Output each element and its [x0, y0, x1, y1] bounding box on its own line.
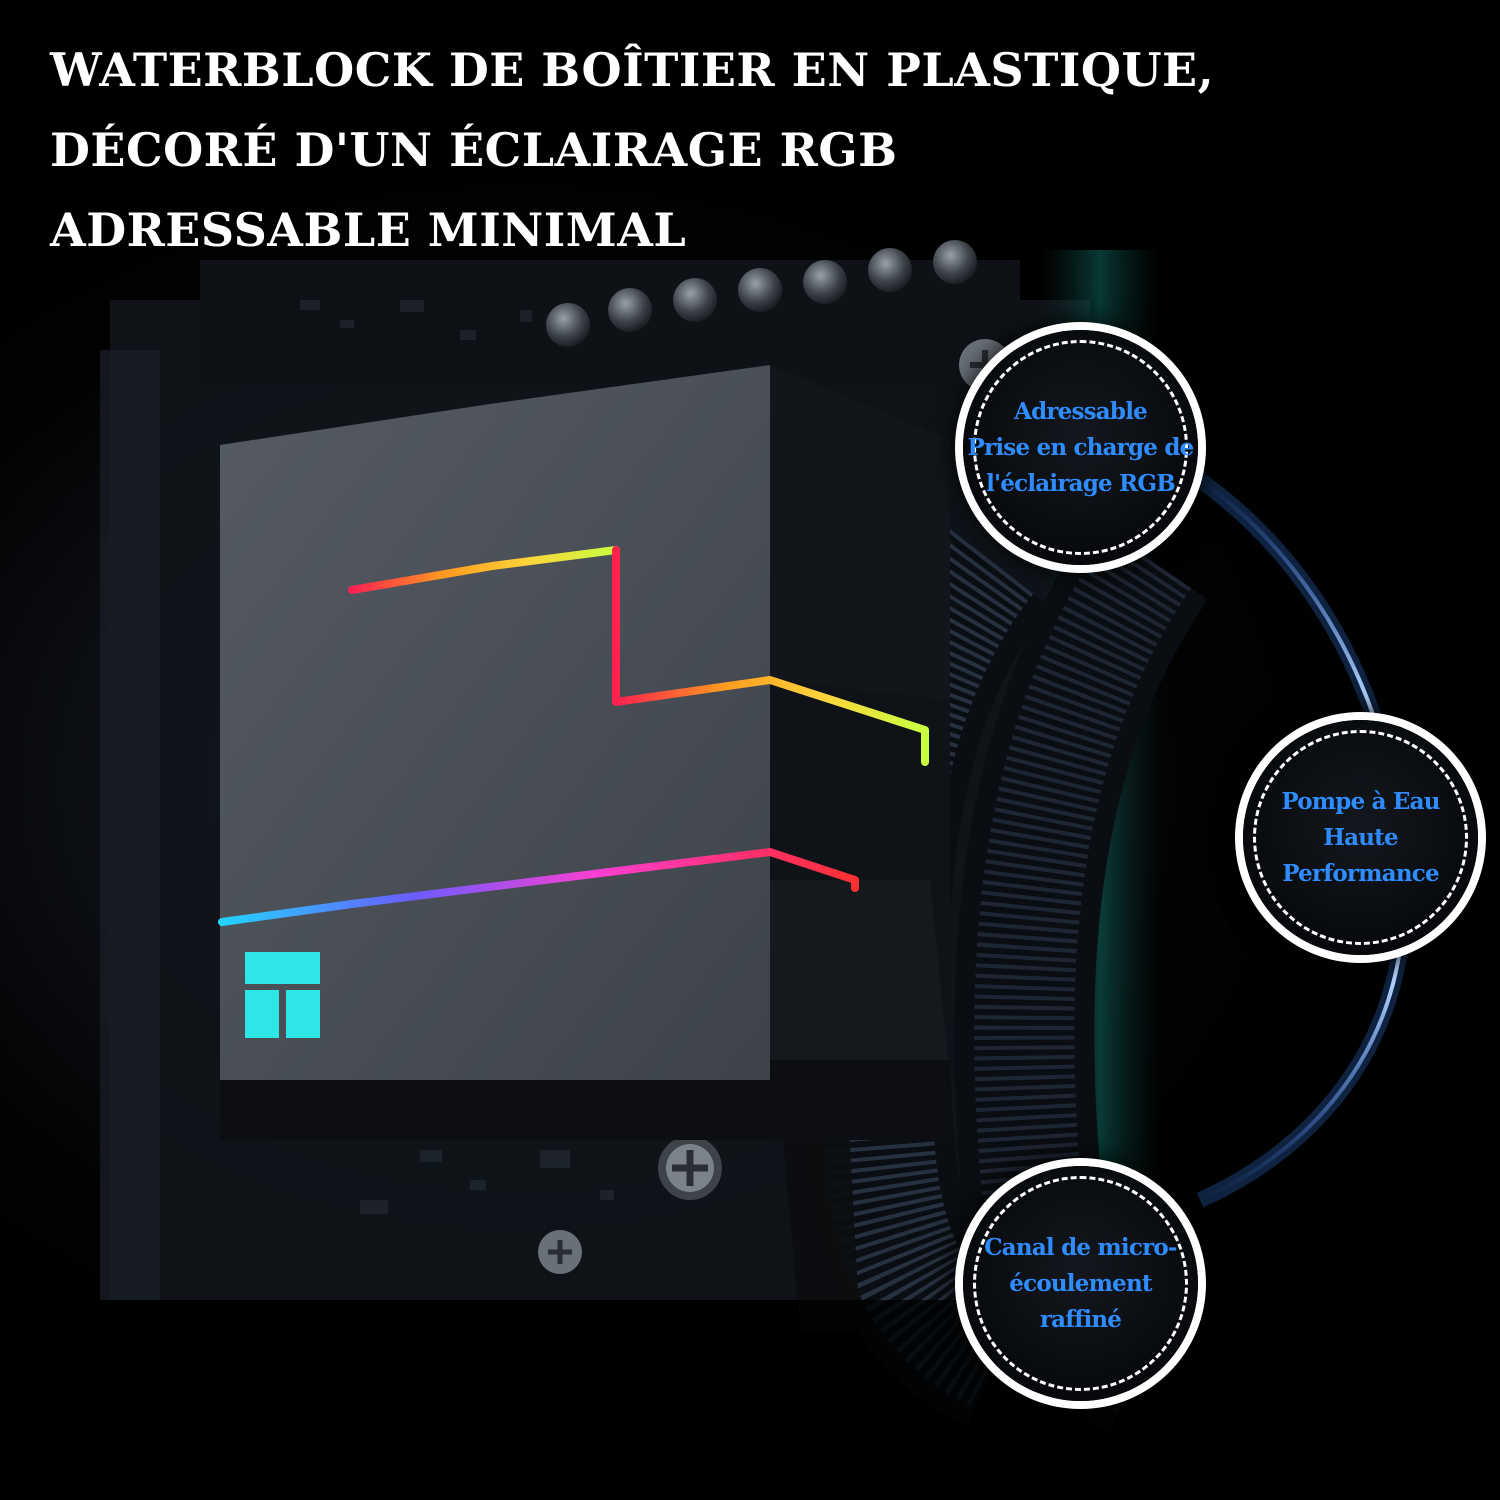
badge-line: l'éclairage RGB	[986, 469, 1176, 497]
dashed-ring	[1253, 730, 1468, 945]
feature-badge-microflow: Canal de micro- écoulement raffiné	[963, 1166, 1198, 1401]
badge-line: écoulement	[1009, 1269, 1152, 1297]
feature-badge-rgb: Adressable Prise en charge de l'éclairag…	[963, 330, 1198, 565]
dashed-ring	[973, 340, 1188, 555]
headline-line-1: WATERBLOCK DE BOÎTIER EN PLASTIQUE,	[50, 43, 1215, 97]
badge-line: raffiné	[1039, 1305, 1122, 1333]
badge-line: Adressable	[1014, 397, 1148, 425]
headline-line-3: ADRESSABLE MINIMAL	[50, 203, 687, 257]
feature-badge-label: Pompe à Eau Haute Performance	[1243, 784, 1478, 892]
headline-line-2: DÉCORÉ D'UN ÉCLAIRAGE RGB	[50, 123, 898, 177]
badge-line: Canal de micro-	[984, 1233, 1177, 1261]
cyan-logo-icon	[245, 952, 320, 1038]
badge-line: Pompe à Eau	[1281, 787, 1440, 815]
badge-line: Performance	[1282, 859, 1439, 887]
headline: WATERBLOCK DE BOÎTIER EN PLASTIQUE, DÉCO…	[50, 30, 1214, 270]
badge-line: Haute	[1323, 823, 1398, 851]
badge-line: Prise en charge de	[967, 433, 1195, 461]
dashed-ring	[973, 1176, 1188, 1391]
feature-badge-label: Canal de micro- écoulement raffiné	[963, 1230, 1198, 1338]
feature-badge-pump: Pompe à Eau Haute Performance	[1243, 720, 1478, 955]
feature-badge-label: Adressable Prise en charge de l'éclairag…	[963, 394, 1198, 502]
